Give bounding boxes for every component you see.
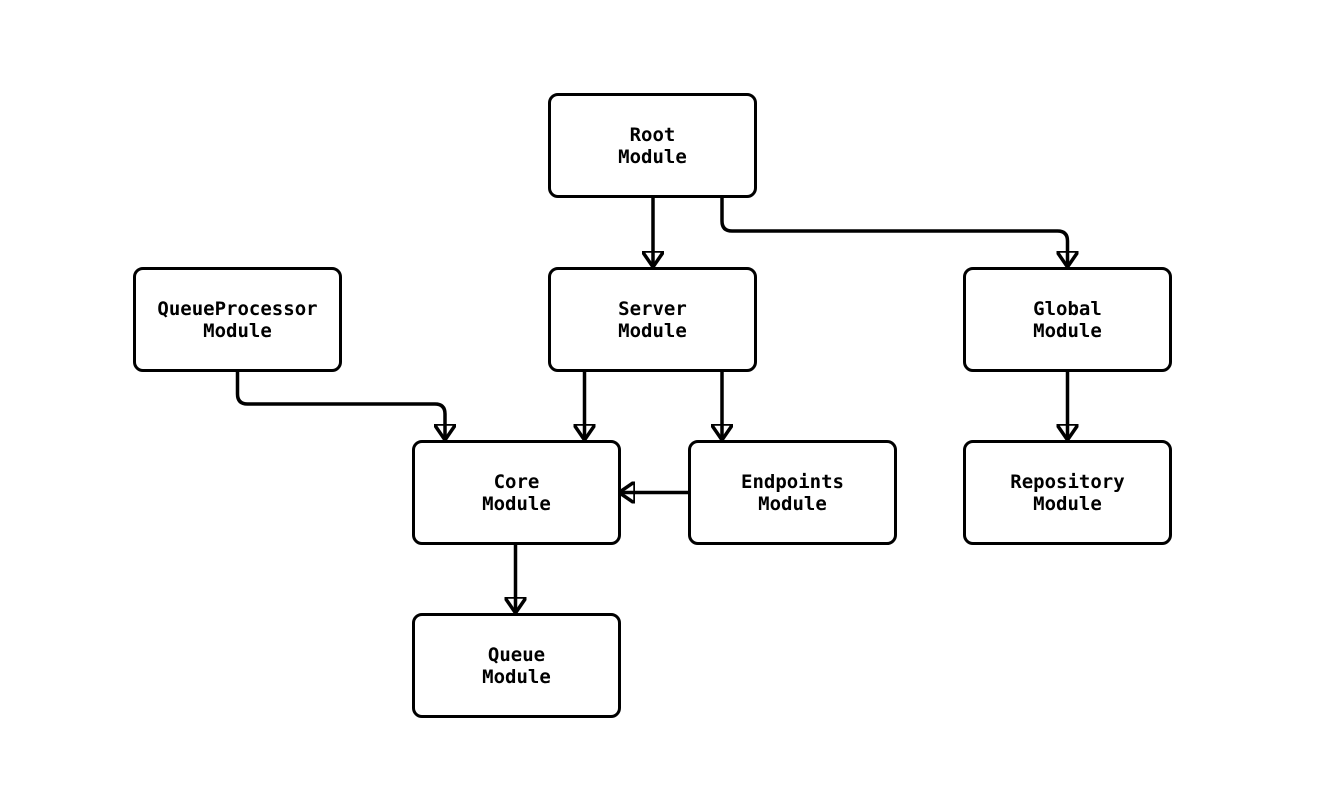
node-endpoints-module: Endpoints Module (688, 440, 897, 545)
edge-root-to-global (720, 198, 1068, 267)
node-queue-module: Queue Module (412, 613, 621, 718)
node-server-module: Server Module (548, 267, 757, 372)
node-global-module: Global Module (963, 267, 1172, 372)
node-queueprocessor-module: QueueProcessor Module (133, 267, 342, 372)
node-root-module: Root Module (548, 93, 757, 198)
node-core-module: Core Module (412, 440, 621, 545)
node-repository-module: Repository Module (963, 440, 1172, 545)
edge-queueprocessor-to-core (235, 372, 446, 440)
